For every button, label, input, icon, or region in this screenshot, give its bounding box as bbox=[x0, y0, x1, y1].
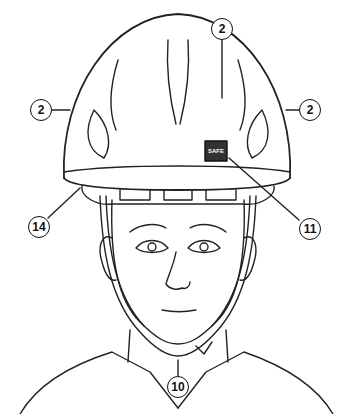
strap-buckle bbox=[196, 342, 212, 354]
chin-strap-inner bbox=[106, 196, 144, 326]
collar-right bbox=[178, 352, 333, 414]
helmet-vent bbox=[247, 110, 268, 158]
callout-number: 2 bbox=[299, 99, 321, 121]
pupil-right bbox=[200, 243, 208, 251]
helmet-shell bbox=[64, 14, 290, 178]
callout-number: 14 bbox=[28, 216, 50, 238]
leader-line bbox=[221, 40, 222, 98]
eye-right bbox=[188, 241, 220, 253]
helmet-rim-line bbox=[64, 166, 290, 172]
leader-line bbox=[286, 109, 299, 110]
eyebrow-right bbox=[190, 225, 226, 232]
pupil-left bbox=[148, 243, 156, 251]
helmet-ridge bbox=[238, 60, 245, 130]
callout-number: 2 bbox=[211, 18, 233, 40]
chin-strap bbox=[100, 196, 256, 356]
nose bbox=[166, 252, 190, 289]
helmet-ridge bbox=[167, 40, 188, 124]
leader-line bbox=[52, 109, 70, 110]
collar-left bbox=[20, 352, 178, 414]
ear-right bbox=[240, 237, 256, 280]
badge-text: SAFE bbox=[208, 148, 224, 154]
headband-slots bbox=[120, 190, 236, 200]
callout-number: 10 bbox=[167, 376, 189, 398]
callout-number: 11 bbox=[299, 218, 321, 240]
helmet-ridge bbox=[111, 60, 118, 130]
leader-line bbox=[177, 360, 178, 376]
helmet-brim bbox=[64, 178, 290, 190]
mouth bbox=[162, 310, 196, 312]
eyebrow-left bbox=[130, 225, 166, 232]
leader-line bbox=[48, 188, 80, 218]
ear-left bbox=[100, 237, 116, 280]
safety-badge bbox=[205, 141, 227, 161]
chin-strap-inner bbox=[212, 196, 250, 326]
leader-line bbox=[229, 158, 299, 220]
eye-left bbox=[136, 241, 168, 253]
callout-number: 2 bbox=[30, 99, 52, 121]
helmet-vent bbox=[88, 110, 109, 158]
